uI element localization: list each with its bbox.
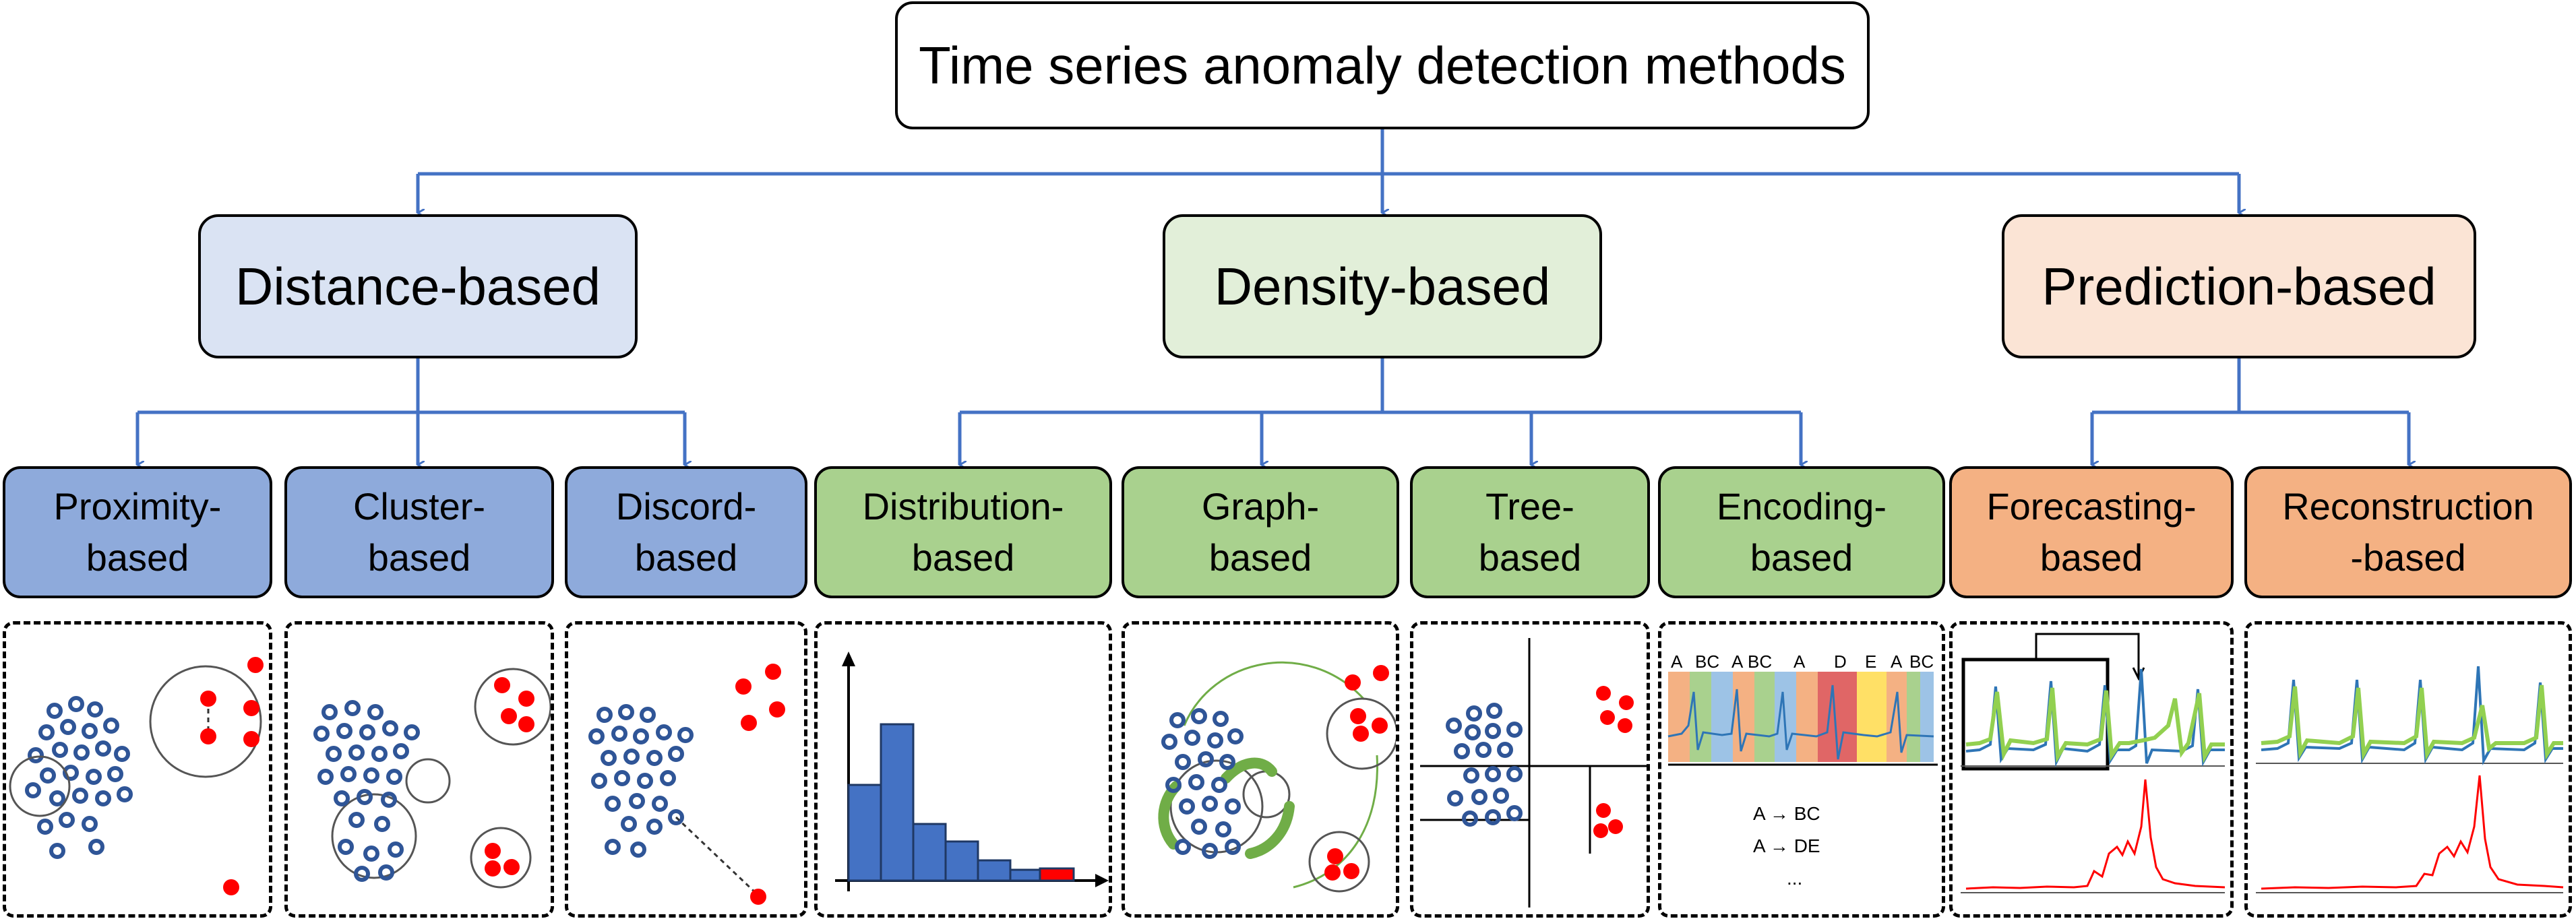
discord-distance-line <box>675 816 758 895</box>
category-density-based: Density-based <box>1163 214 1602 358</box>
histogram-x-arrow <box>1095 874 1109 887</box>
anomaly-points <box>1324 665 1389 881</box>
graph-svg <box>1158 661 1396 893</box>
reconstruction-svg <box>2256 666 2564 893</box>
symbol-4: A <box>1793 651 1806 672</box>
rule-0: A → BC <box>1753 803 1820 824</box>
symbol-1: BC <box>1695 651 1719 672</box>
proximity-points-svg <box>9 657 264 895</box>
encoding-segment-bands <box>1668 672 1934 762</box>
normal-points <box>1161 708 1244 859</box>
anomaly-points <box>1593 686 1634 838</box>
anomaly-bar <box>1039 867 1075 882</box>
method-reconstruction-based: Reconstruction -based <box>2244 466 2572 598</box>
encoding-illustration: A BC A BC A D E A BC A → BC A → DE ... <box>1658 621 1945 918</box>
root-node: Time series anomaly detection methods <box>895 1 1870 129</box>
method-label: Cluster- based <box>352 485 486 579</box>
method-label: Graph- based <box>1201 485 1320 579</box>
distribution-illustration <box>814 621 1112 918</box>
discord-illustration <box>565 621 807 918</box>
method-label: Encoding- based <box>1716 485 1887 579</box>
method-label: Forecasting- based <box>1986 485 2197 579</box>
method-label: Proximity- based <box>53 485 222 579</box>
method-graph-based: Graph- based <box>1122 466 1399 598</box>
forecast-window-arrow <box>2035 633 2140 677</box>
neighborhood-circles <box>9 665 262 817</box>
graph-outer-arrows <box>1183 661 1378 889</box>
method-proximity-based: Proximity- based <box>3 466 272 598</box>
anomaly-points <box>485 677 534 877</box>
method-forecasting-based: Forecasting- based <box>1949 466 2234 598</box>
method-distribution-based: Distribution- based <box>814 466 1112 598</box>
method-label: Tree- based <box>1478 485 1582 579</box>
forecast-predicted-series <box>1965 687 2225 764</box>
symbol-8: BC <box>1909 651 1934 672</box>
normal-points <box>25 696 133 859</box>
method-label: Reconstruction -based <box>2282 485 2534 579</box>
symbol-5: D <box>1834 651 1847 672</box>
graph-illustration <box>1122 621 1399 918</box>
encoding-symbol-labels: A BC A BC A D E A BC <box>1671 651 1934 672</box>
symbol-7: A <box>1891 651 1903 672</box>
histogram-bars <box>847 723 1044 882</box>
reconstruction-illustration <box>2244 621 2572 918</box>
root-label: Time series anomaly detection methods <box>919 35 1846 95</box>
symbol-3: BC <box>1748 651 1772 672</box>
rule-1: A → DE <box>1753 835 1820 856</box>
method-label: Discord- based <box>615 485 757 579</box>
tree-partition-lines <box>1420 638 1647 908</box>
histogram-y-arrow <box>842 651 855 666</box>
anomaly-points <box>200 657 264 895</box>
normal-points <box>1446 703 1523 827</box>
rule-2: ... <box>1787 868 1802 889</box>
forecast-error-series <box>1965 779 2226 890</box>
proximity-illustration <box>3 621 272 918</box>
cluster-illustration <box>284 621 554 918</box>
tree-partition-svg <box>1420 638 1647 908</box>
reconstruction-error-series <box>2261 775 2564 890</box>
category-label: Prediction-based <box>2042 256 2436 316</box>
cluster-points-svg <box>313 668 551 889</box>
tree-illustration <box>1410 621 1650 918</box>
method-discord-based: Discord- based <box>565 466 807 598</box>
method-label: Distribution- based <box>862 485 1064 579</box>
method-encoding-based: Encoding- based <box>1658 466 1945 598</box>
cluster-circles <box>331 668 551 889</box>
method-tree-based: Tree- based <box>1410 466 1650 598</box>
category-label: Distance-based <box>235 256 601 316</box>
category-prediction-based: Prediction-based <box>2002 214 2476 358</box>
encoding-rules: A → BC A → DE ... <box>1753 803 1820 889</box>
reconstruction-output-series <box>2261 685 2563 761</box>
reconstruction-original-series <box>2261 666 2563 766</box>
symbol-2: A <box>1731 651 1744 672</box>
symbol-0: A <box>1671 651 1683 672</box>
category-distance-based: Distance-based <box>198 214 638 358</box>
encoding-svg: A BC A BC A D E A BC A → BC A → DE ... <box>1667 651 1938 889</box>
discord-points-svg <box>588 664 785 905</box>
category-label: Density-based <box>1214 256 1551 316</box>
normal-points <box>313 700 420 882</box>
normal-points <box>588 704 694 858</box>
anomaly-points <box>735 664 785 905</box>
forecasting-svg <box>1961 633 2226 893</box>
symbol-6: E <box>1865 651 1876 672</box>
histogram-svg <box>835 651 1109 891</box>
encoding-series <box>1667 685 1934 760</box>
method-cluster-based: Cluster- based <box>284 466 554 598</box>
forecasting-illustration <box>1949 621 2234 918</box>
